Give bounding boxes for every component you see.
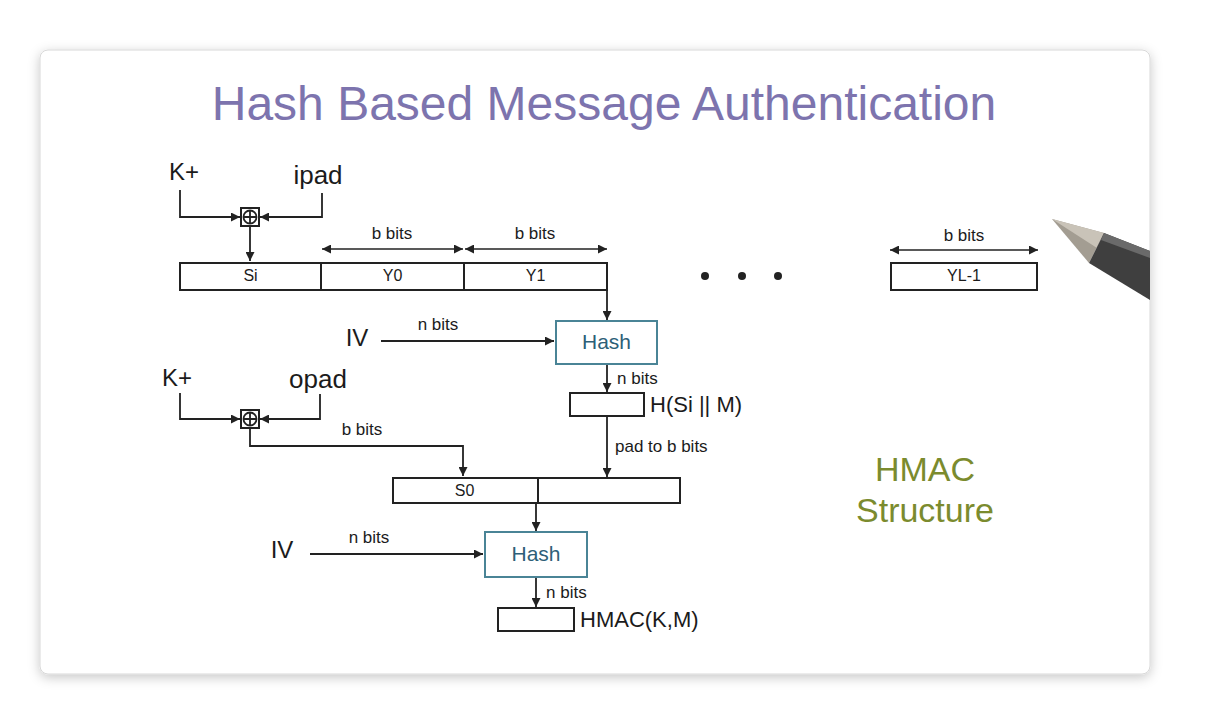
key-wire xyxy=(180,393,240,419)
output-label: H(Si || M) xyxy=(650,392,742,417)
dimension-label: b bits xyxy=(372,224,413,244)
slide-title: Hash Based Message Authentication xyxy=(0,76,1208,131)
key-wire xyxy=(180,190,240,217)
node-label: S0 xyxy=(455,481,475,499)
flow-arrow xyxy=(535,578,537,607)
key-label: K+ xyxy=(162,364,192,393)
node-label: Hash xyxy=(582,330,631,354)
hash-box: Hash xyxy=(555,320,658,365)
node-label: YL-1 xyxy=(947,267,981,285)
hmac-output-box: HMAC(K,M) xyxy=(497,607,575,632)
dimension-arrow xyxy=(465,248,607,250)
iv-wire xyxy=(310,553,483,555)
data-cell: Si xyxy=(179,262,322,291)
key-label: K+ xyxy=(169,158,199,187)
node-label: Y0 xyxy=(383,267,403,285)
ellipsis-dot xyxy=(738,272,746,280)
figure-caption: HMAC Structure xyxy=(825,449,1025,531)
pen-highlight xyxy=(1101,233,1150,258)
edge-label: n bits xyxy=(617,368,658,388)
iv-label: IV xyxy=(346,324,369,353)
flow-arrow xyxy=(535,504,537,531)
pad-label: opad xyxy=(289,364,347,395)
iv-label: IV xyxy=(271,536,294,565)
pad-wire xyxy=(260,193,322,217)
pad-label: ipad xyxy=(293,160,342,191)
node-label: Hash xyxy=(511,542,560,566)
dimension-label: b bits xyxy=(515,224,556,244)
edge-label: n bits xyxy=(546,582,587,602)
flow-arrow xyxy=(606,291,608,320)
dimension-arrow xyxy=(322,248,463,250)
width-label: n bits xyxy=(418,315,459,335)
edge-label: pad to b bits xyxy=(615,437,708,457)
flow-arrow xyxy=(606,417,608,477)
pen-illustration xyxy=(1052,219,1150,300)
dimension-arrow xyxy=(890,249,1038,251)
xor-symbol xyxy=(241,410,259,428)
pen-tip-shade xyxy=(1052,219,1104,248)
dimension-label: b bits xyxy=(944,226,985,246)
xor-symbol xyxy=(241,208,259,226)
flow-arrow xyxy=(606,365,608,392)
output-label: HMAC(K,M) xyxy=(580,607,699,632)
data-cell: Y1 xyxy=(463,262,608,291)
pen-body xyxy=(1089,233,1150,300)
slide-card xyxy=(40,50,1150,674)
ellipsis-dot xyxy=(701,272,709,280)
block-divider xyxy=(537,479,539,502)
data-cell: Y0 xyxy=(320,262,465,291)
data-cell: YL-1 xyxy=(890,262,1038,291)
node-label: Si xyxy=(243,267,257,285)
node-label: Y1 xyxy=(526,267,546,285)
dimension-label: b bits xyxy=(342,420,383,440)
iv-wire xyxy=(381,340,554,342)
padded-block: S0 xyxy=(392,477,681,504)
hash-output-box: H(Si || M) xyxy=(569,392,645,417)
pad-wire xyxy=(260,394,320,419)
xor-out-wire xyxy=(249,227,251,261)
ellipsis-dot xyxy=(774,272,782,280)
hash-box: Hash xyxy=(484,531,588,578)
width-label: n bits xyxy=(349,528,390,548)
